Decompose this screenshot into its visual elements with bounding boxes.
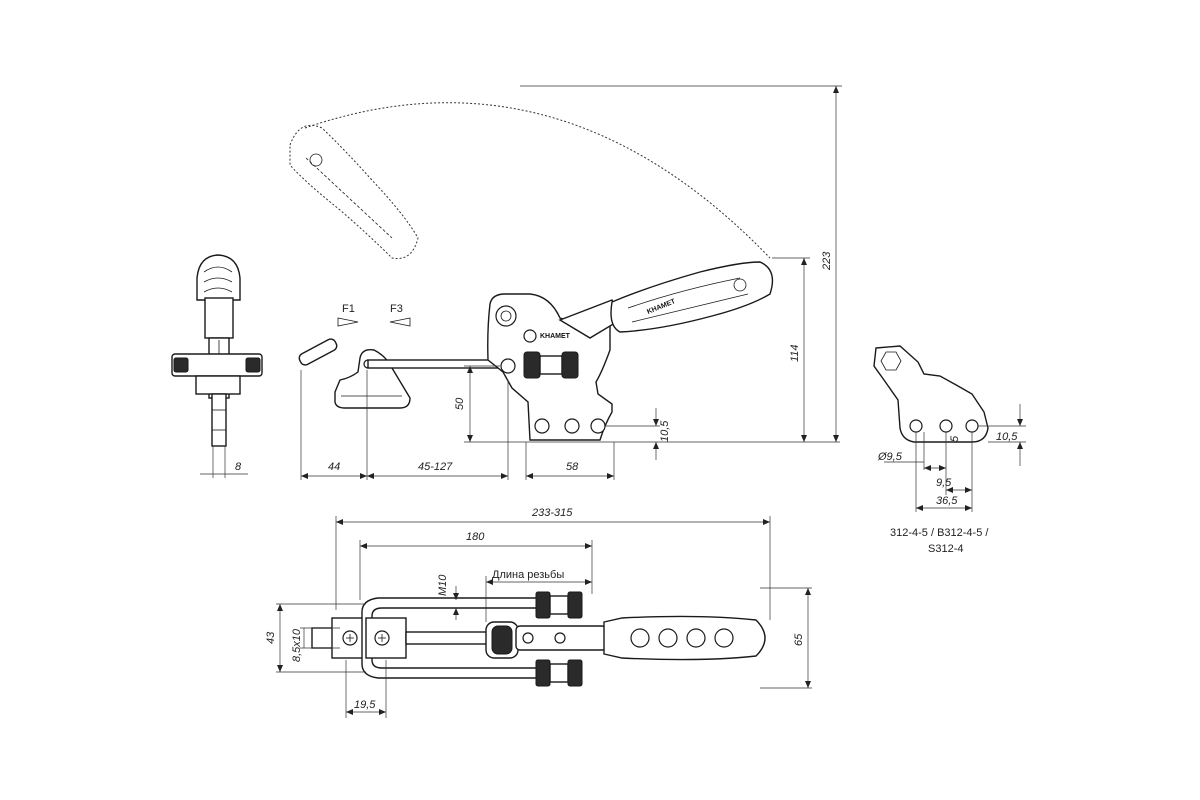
- dim-m10: M10: [437, 574, 449, 596]
- open-handle-outline: [289, 124, 419, 260]
- plate-detail: [873, 345, 1026, 512]
- dim-9-5: 9,5: [936, 477, 952, 489]
- force-arrow-f3: [389, 317, 411, 327]
- mount-plate: [873, 345, 989, 443]
- dim-223: 223: [821, 251, 833, 271]
- dim-45-127: 45-127: [418, 461, 453, 473]
- dim-114: 114: [789, 344, 801, 362]
- side-view: KHAMET KHAMET: [289, 85, 842, 480]
- dim-43: 43: [265, 631, 277, 644]
- front-handle-grip: [196, 254, 241, 301]
- spindle-tip: [298, 338, 338, 366]
- dim-8-5x10: 8,5x10: [291, 628, 303, 662]
- dim-10-5-side: 10,5: [659, 420, 671, 442]
- hex-hole: [880, 351, 902, 371]
- top-handle-grip: [603, 615, 766, 661]
- label-thread-length: Длина резьбы: [492, 569, 564, 581]
- label-f3: F3: [390, 303, 403, 315]
- dim-5: 5: [949, 435, 961, 442]
- top-u-frame: [361, 597, 541, 679]
- model-numbers-line1: 312-4-5 / B312-4-5 /: [890, 527, 989, 539]
- dim-19-5: 19,5: [354, 699, 376, 711]
- dim-58: 58: [566, 461, 579, 473]
- dim-phi-9-5: Ø9,5: [877, 451, 903, 463]
- front-view: [171, 254, 263, 478]
- dim-36-5: 36,5: [936, 495, 958, 507]
- swing-arc: [304, 102, 771, 259]
- body-logo: KHAMET: [540, 333, 571, 340]
- dim-65: 65: [793, 633, 805, 646]
- model-numbers-line2: S312-4: [928, 543, 963, 555]
- spindle-rod: [367, 359, 499, 369]
- dim-8: 8: [235, 461, 242, 473]
- front-spindle: [211, 393, 227, 447]
- dim-44: 44: [328, 461, 340, 473]
- front-mount-plate: [195, 375, 241, 395]
- dim-50: 50: [454, 397, 466, 410]
- label-f1: F1: [342, 303, 355, 315]
- dim-233-315: 233-315: [531, 507, 573, 519]
- force-arrow-f1: [337, 317, 359, 327]
- top-view: [276, 516, 812, 718]
- pressure-pad: [334, 348, 411, 409]
- front-handle-body: [204, 297, 234, 339]
- dim-180: 180: [466, 531, 485, 543]
- dim-10-5-plate: 10,5: [996, 431, 1018, 443]
